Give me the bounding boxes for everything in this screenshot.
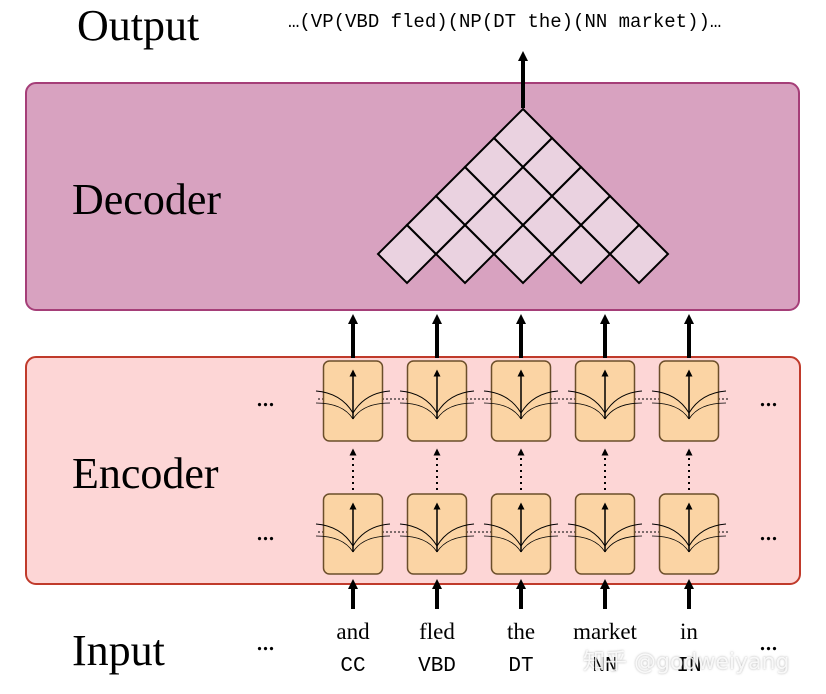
input-label: Input	[72, 626, 165, 675]
encoder-upper-arc-left2-4	[651, 402, 690, 420]
input-word-1: fled	[419, 619, 455, 644]
encoder-upper-arc-left-2	[483, 390, 522, 414]
encoder-lower-arc-left2-3	[567, 535, 606, 553]
encoder-upper-arc-right2-4	[688, 402, 727, 420]
encoder-upper-arc-left2-2	[483, 402, 522, 420]
ellipsis-input-right: ...	[759, 626, 778, 657]
encoder-lower-arc-right-2	[520, 523, 559, 547]
encoder-upper-arc-left2-3	[567, 402, 606, 420]
decoder-label: Decoder	[72, 175, 222, 224]
encoder-upper-arc-left-4	[651, 390, 690, 414]
arrows	[348, 51, 694, 609]
encoder-lower-arc-left-1	[399, 523, 438, 547]
input-tag-1: VBD	[418, 655, 456, 678]
encoder-upper-arc-right-3	[604, 390, 643, 414]
input-tag-4: IN	[676, 655, 702, 678]
encoder-lower-arc-right-4	[688, 523, 727, 547]
encoder-lower-arc-right-1	[436, 523, 475, 547]
encoder-lower-arc-left-0	[315, 523, 354, 547]
encoder-upper-arc-right-2	[520, 390, 559, 414]
encoder-lower-arc-left2-2	[483, 535, 522, 553]
encoder-upper-arc-left-0	[315, 390, 354, 414]
encoder-lower-arc-left2-4	[651, 535, 690, 553]
encoder-upper-arc-left2-0	[315, 402, 354, 420]
encoder-upper-arc-right2-1	[436, 402, 475, 420]
ellipsis-encoder-bottom-right: ...	[759, 516, 778, 547]
encoder-lower-arc-left-3	[567, 523, 606, 547]
input-word-3: market	[573, 619, 637, 644]
input-tag-0: CC	[340, 655, 366, 678]
encoder-upper-arc-left-1	[399, 390, 438, 414]
encoder-cells	[315, 360, 728, 575]
encoder-upper-arc-right-4	[688, 390, 727, 414]
encoder-lower-arc-left-4	[651, 523, 690, 547]
encoder-upper-arc-left-3	[567, 390, 606, 414]
encoder-upper-arc-right-0	[352, 390, 391, 414]
chart-cell-4-0	[492, 107, 554, 169]
ellipsis-input-left: ...	[256, 626, 275, 657]
input-word-2: the	[506, 619, 536, 644]
encoder-upper-arc-right-1	[436, 390, 475, 414]
encoder-lower-arc-right2-0	[352, 535, 391, 553]
input-word-0: and	[336, 619, 370, 644]
encoder-label: Encoder	[72, 449, 219, 498]
input-word-4: in	[680, 619, 698, 644]
encoder-lower-arc-right-0	[352, 523, 391, 547]
encoder-lower-arc-right2-1	[436, 535, 475, 553]
encoder-upper-arc-right2-2	[520, 402, 559, 420]
output-label: Output	[77, 1, 200, 50]
encoder-lower-arc-right2-4	[688, 535, 727, 553]
encoder-lower-arc-right-3	[604, 523, 643, 547]
output-sequence: …(VP(VBD fled)(NP(DT the)(NN market))…	[288, 11, 722, 33]
ellipsis-encoder-top-left: ...	[256, 382, 275, 413]
encoder-lower-arc-left2-1	[399, 535, 438, 553]
encoder-lower-arc-right2-2	[520, 535, 559, 553]
encoder-lower-arc-right2-3	[604, 535, 643, 553]
encoder-upper-arc-right2-3	[604, 402, 643, 420]
watermark: 知乎 @godweiyang	[583, 650, 790, 675]
encoder-upper-arc-left2-1	[399, 402, 438, 420]
encoder-lower-arc-left-2	[483, 523, 522, 547]
ellipsis-encoder-top-right: ...	[759, 382, 778, 413]
input-tag-3: NN	[592, 655, 618, 678]
encoder-lower-arc-left2-0	[315, 535, 354, 553]
input-tag-2: DT	[508, 655, 534, 678]
chart-triangle	[376, 107, 670, 285]
encoder-upper-arc-right2-0	[352, 402, 391, 420]
ellipsis-encoder-bottom-left: ...	[256, 516, 275, 547]
